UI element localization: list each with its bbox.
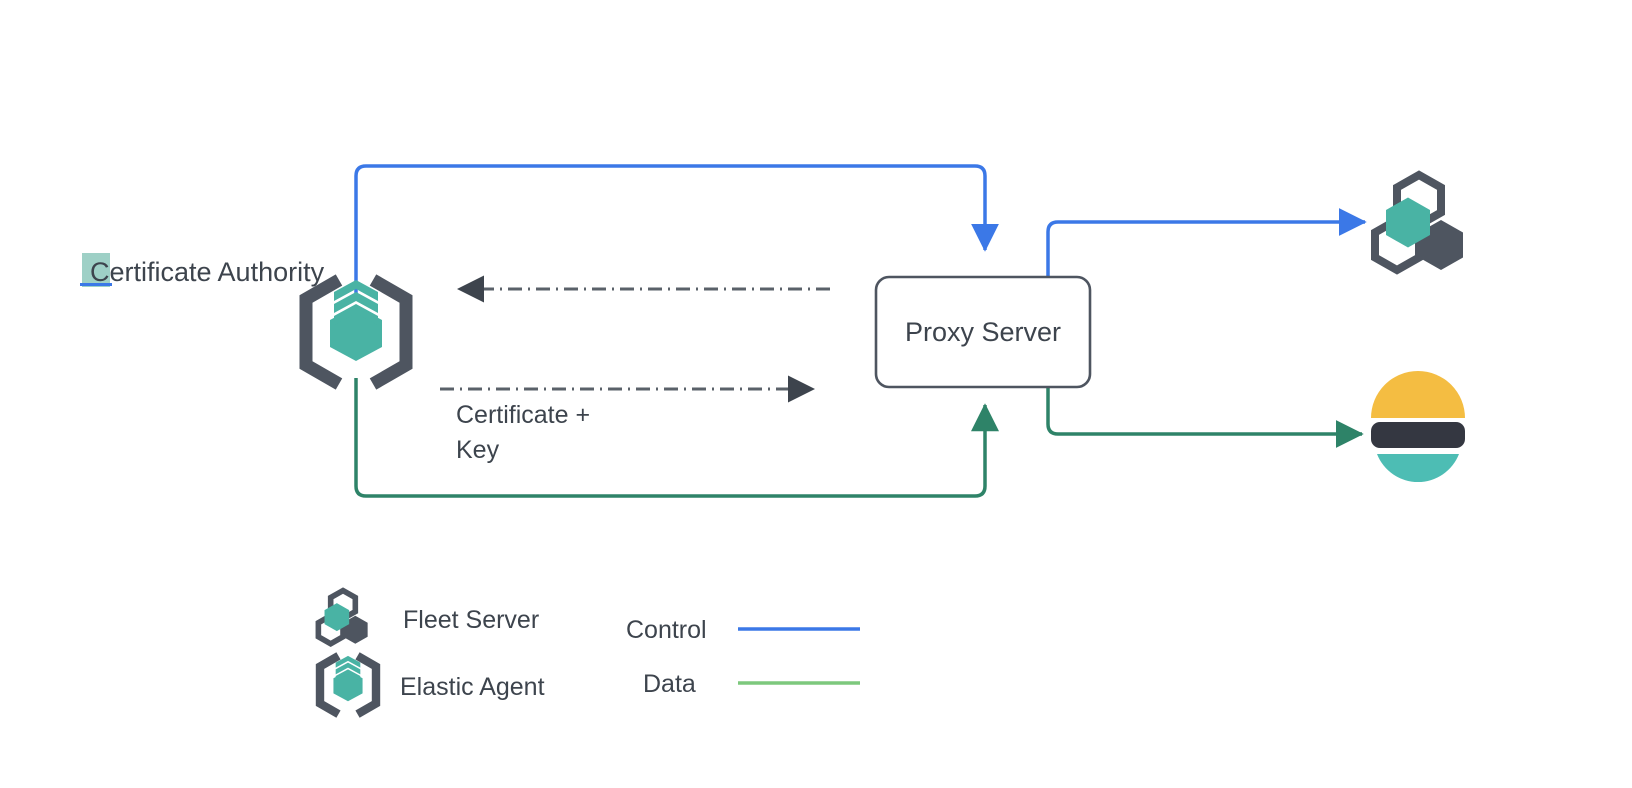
elasticsearch-dark-bar	[1371, 422, 1465, 448]
legend: Fleet Server Elastic Agent Control	[315, 587, 860, 718]
legend-label-elastic-agent: Elastic Agent	[400, 673, 545, 701]
certificate-key-label-line2: Key	[456, 436, 500, 464]
edge-data-proxy-to-elasticsearch	[1046, 332, 1364, 448]
certificate-key-label-group: Certificate + Key	[456, 401, 590, 464]
data-line-proxy-elasticsearch	[1046, 332, 1364, 448]
elastic-agent-icon	[299, 274, 413, 390]
control-line-proxy-fleet	[1046, 208, 1367, 332]
certificate-authority-node[interactable]	[299, 274, 413, 390]
data-line-agent-proxy	[354, 378, 999, 498]
proxy-server-label: Proxy Server	[905, 317, 1061, 347]
legend-item-data: Data	[643, 670, 860, 698]
text-cursor-underline	[80, 283, 112, 286]
fleet-server-node[interactable]	[1371, 170, 1463, 275]
proxy-server-box[interactable]	[874, 275, 1092, 389]
fleet-server-icon	[1371, 170, 1463, 275]
elasticsearch-icon	[1371, 371, 1465, 483]
legend-item-elastic-agent: Elastic Agent	[315, 652, 545, 718]
edge-control-proxy-to-fleet	[1046, 208, 1367, 332]
legend-label-fleet-server: Fleet Server	[403, 606, 539, 634]
elastic-agent-icon	[315, 652, 381, 718]
elasticsearch-teal-arc	[1377, 454, 1459, 483]
certificate-key-label-line1: Certificate +	[456, 401, 590, 429]
certificate-authority-label-group: Certificate Authority	[80, 253, 325, 287]
edge-data-agent-to-proxy	[354, 378, 999, 498]
text-selection-highlight	[82, 253, 110, 287]
edge-control-agent-to-proxy	[354, 164, 999, 300]
certificate-authority-label: Certificate Authority	[90, 257, 325, 287]
control-line-agent-proxy	[354, 164, 999, 300]
legend-label-control: Control	[626, 616, 707, 644]
elasticsearch-node[interactable]	[1371, 371, 1465, 483]
legend-label-data: Data	[643, 670, 696, 698]
elasticsearch-yellow-arc	[1371, 371, 1465, 418]
legend-item-fleet-server: Fleet Server	[315, 587, 539, 647]
proxy-server-node[interactable]: Proxy Server	[874, 275, 1092, 389]
fleet-server-icon	[315, 587, 368, 647]
legend-item-control: Control	[626, 616, 860, 644]
